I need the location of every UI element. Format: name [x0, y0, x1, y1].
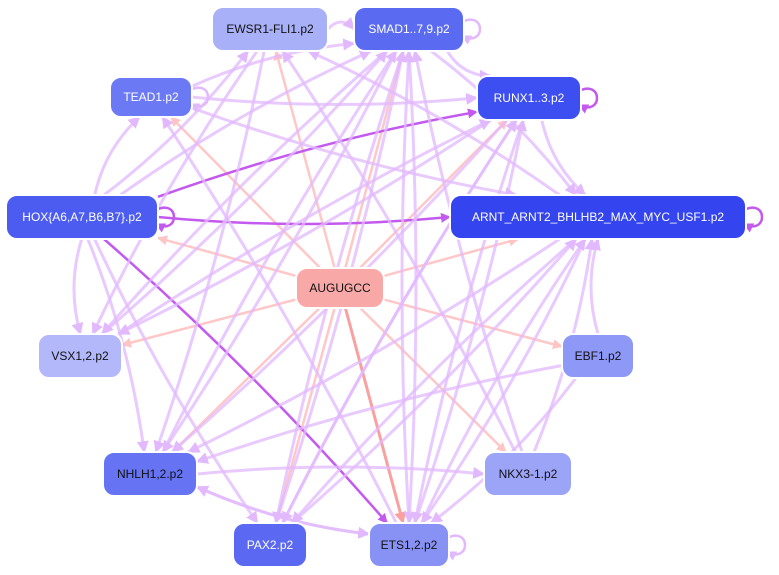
node-runx[interactable]: RUNX1..3.p2 [476, 75, 582, 121]
self-loop-runx [578, 87, 599, 114]
edge-tead1-to-runx [191, 92, 479, 106]
edge-hox-to-smad [119, 49, 372, 197]
self-loop-arnt [743, 206, 764, 233]
node-augugcc[interactable]: AUGUGCC [295, 267, 385, 309]
node-pax2[interactable]: PAX2.p2 [232, 522, 308, 568]
edge-ewsr1-to-vsx [91, 50, 259, 336]
node-ebf1[interactable]: EBF1.p2 [561, 333, 635, 379]
edge-nhlh-to-smad [161, 50, 398, 453]
edge-runx-to-ets [411, 119, 525, 525]
node-label: VSX1,2.p2 [51, 349, 109, 363]
node-label: TEAD1.p2 [123, 90, 179, 104]
edge-hox-to-pax2 [93, 238, 259, 524]
edge-augugcc-to-nkx3 [359, 307, 507, 453]
edge-ets-to-smad [400, 49, 415, 524]
node-ewsr1[interactable]: EWSR1-FLI1.p2 [211, 6, 329, 52]
edge-smad-to-nhlh [161, 50, 398, 453]
self-loop-hox [155, 206, 176, 233]
node-label: HOX{A6,A7,B6,B7}.p2 [22, 210, 142, 224]
node-box [295, 267, 385, 309]
node-box [353, 6, 465, 52]
node-box [449, 194, 747, 240]
node-box [368, 522, 450, 568]
node-hox[interactable]: HOX{A6,A7,B6,B7}.p2 [5, 194, 159, 240]
node-vsx[interactable]: VSX1,2.p2 [37, 333, 123, 379]
node-box [5, 194, 159, 240]
edge-augugcc-to-vsx [121, 298, 297, 348]
node-tead1[interactable]: TEAD1.p2 [109, 76, 193, 118]
node-box [476, 75, 582, 121]
edge-ewsr1-to-nhlh [153, 50, 266, 454]
edge-hox-to-tead1 [93, 115, 141, 196]
node-nkx3[interactable]: NKX3-1.p2 [483, 451, 573, 497]
edge-ets-to-tead1 [161, 115, 398, 524]
node-ets[interactable]: ETS1,2.p2 [368, 522, 450, 568]
node-label: PAX2.p2 [247, 538, 294, 552]
edge-augugcc-to-ebf1 [383, 298, 563, 350]
edge-pax2-to-runx [281, 118, 518, 524]
node-label: EBF1.p2 [575, 349, 622, 363]
node-label: RUNX1..3.p2 [494, 91, 565, 105]
edge-hox-to-vsx [71, 238, 84, 336]
edge-ets-to-runx [413, 118, 527, 524]
edge-augugcc-to-hox [157, 235, 297, 278]
node-label: ETS1,2.p2 [381, 538, 438, 552]
edge-pax2-to-arnt [291, 238, 578, 525]
self-loop-layer [155, 18, 764, 561]
node-label: NHLH1,2.p2 [117, 467, 183, 481]
self-loop-ets [446, 534, 467, 561]
node-box [109, 76, 193, 118]
edge-vsx-to-runx [117, 118, 492, 336]
node-smad[interactable]: SMAD1..7,9.p2 [353, 6, 465, 52]
self-loop-tead1 [189, 86, 210, 113]
edge-smad-to-ets [403, 50, 418, 525]
node-box [483, 451, 573, 497]
edge-layer [71, 17, 601, 539]
node-label: EWSR1-FLI1.p2 [226, 22, 314, 36]
edge-ebf1-to-nhlh [195, 364, 563, 464]
edge-ets-to-nhlh [195, 485, 370, 536]
edge-augugcc-to-ets [343, 307, 407, 525]
node-box [211, 6, 329, 52]
edge-augugcc-to-arnt [383, 236, 520, 278]
edge-ets-to-arnt [420, 238, 587, 524]
edge-runx-to-arnt [540, 119, 587, 197]
edge-smad-to-vsx [100, 49, 388, 335]
node-label: ARNT_ARNT2_BHLHB2_MAX_MYC_USF1.p2 [472, 210, 724, 224]
edge-arnt-to-ets [420, 238, 587, 524]
edge-tead1-to-smad [191, 38, 356, 88]
edge-augugcc-to-tead1 [169, 116, 322, 269]
node-arnt[interactable]: ARNT_ARNT2_BHLHB2_MAX_MYC_USF1.p2 [449, 194, 747, 240]
node-box [232, 522, 308, 568]
node-box [37, 333, 123, 379]
edge-runx-to-vsx [117, 118, 492, 336]
node-label: NKX3-1.p2 [499, 467, 558, 481]
edge-arnt-to-pax2 [290, 237, 577, 524]
edge-nkx3-to-smad [411, 49, 524, 453]
edge-ewsr1-to-smad [326, 17, 356, 31]
node-box [561, 333, 635, 379]
self-loop-smad [461, 18, 482, 45]
edge-arnt-to-nhlh [187, 237, 561, 454]
node-nhlh[interactable]: NHLH1,2.p2 [102, 451, 198, 497]
edge-augugcc-to-ewsr1 [273, 50, 336, 269]
node-box [102, 451, 198, 497]
node-label: AUGUGCC [309, 281, 371, 295]
node-label: SMAD1..7,9.p2 [368, 22, 450, 36]
edge-arnt-to-ewsr1 [307, 49, 561, 197]
edge-vsx-to-smad [101, 50, 389, 336]
edge-hox-to-ets [103, 238, 389, 524]
